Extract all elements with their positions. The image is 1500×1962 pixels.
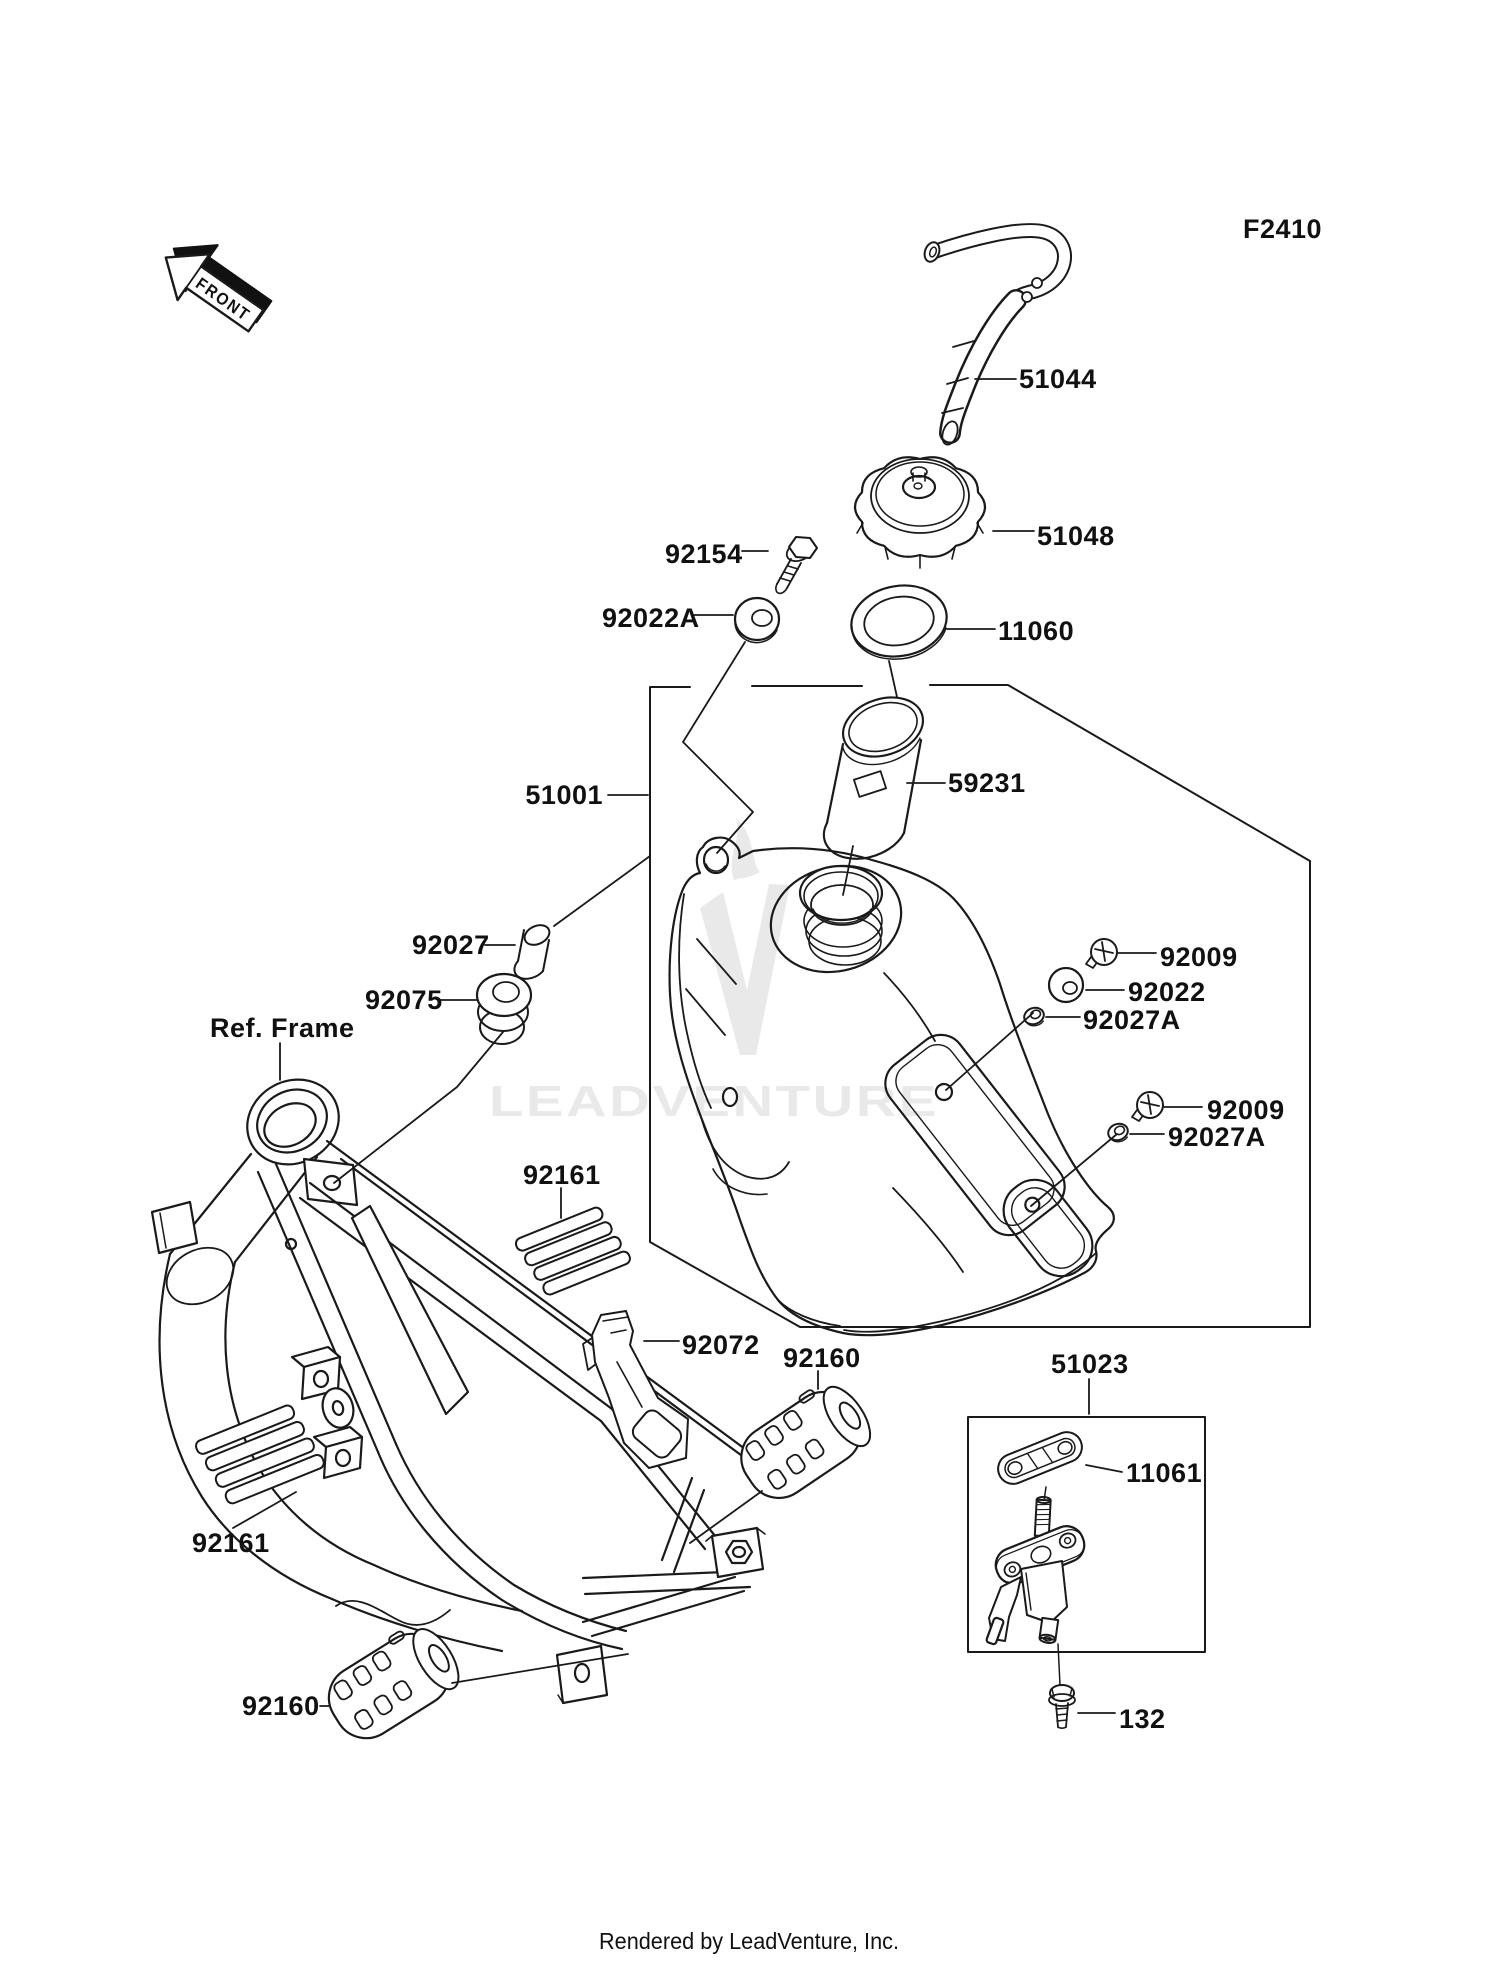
leader-lines xyxy=(232,378,1203,1714)
part-label-51023-19: 51023 xyxy=(1051,1349,1129,1379)
part-label-92027a-15: 92027A xyxy=(1168,1122,1266,1152)
tank-mount-tab-hole xyxy=(702,845,730,875)
damper-92161-upper xyxy=(514,1206,631,1296)
leadventure-v-icon xyxy=(700,884,790,1055)
part-label-132-23: 132 xyxy=(1119,1704,1166,1734)
part-label-92009-14: 92009 xyxy=(1207,1095,1285,1125)
gasket-11060 xyxy=(850,584,948,660)
part-label-51044-1: 51044 xyxy=(1019,364,1097,394)
part-label-51048-2: 51048 xyxy=(1037,521,1115,551)
filter-59231 xyxy=(822,696,925,860)
part-label-92075-12: 92075 xyxy=(365,985,443,1015)
washer-92022a xyxy=(733,596,781,644)
part-label-92022a-4: 92022A xyxy=(602,603,700,633)
damper-92161-lower xyxy=(195,1404,325,1505)
part-label-92161-16: 92161 xyxy=(523,1160,601,1190)
washer-92022 xyxy=(1047,966,1085,1004)
box-51001-outline xyxy=(649,684,1311,1328)
reference-frame-drawing xyxy=(150,1078,774,1705)
part-labels: F2410 51044 51048 92154 92022A 11060 59231 5100… xyxy=(192,214,1322,1734)
part-label-92154-3: 92154 xyxy=(665,539,743,569)
leadventure-flame-icon xyxy=(731,818,760,880)
nut-icon xyxy=(724,1539,754,1565)
footer-credit: Rendered by LeadVenture, Inc. xyxy=(599,1928,899,1954)
part-label-92161-21: 92161 xyxy=(192,1528,270,1558)
damper-92160-left xyxy=(327,1628,460,1740)
leadventure-watermark: LEADVENTURE xyxy=(489,818,939,1126)
part-label-f2410-0: F2410 xyxy=(1243,214,1322,244)
front-arrow: FRONT xyxy=(164,244,273,333)
part-label-92027-8: 92027 xyxy=(412,930,490,960)
tank-front-mount-hole xyxy=(721,1086,739,1108)
grommet-92027a-upper xyxy=(1023,1006,1045,1027)
screw-92009-upper xyxy=(1085,938,1118,969)
watermark-text: LEADVENTURE xyxy=(489,1077,939,1126)
gasket-11061 xyxy=(997,1431,1083,1485)
part-label-92160-18: 92160 xyxy=(783,1343,861,1373)
vent-hose-51044 xyxy=(923,223,1072,446)
bolt-92154 xyxy=(775,536,818,595)
screw-92009-lower xyxy=(1131,1091,1164,1122)
part-label-ref-frame-13: Ref. Frame xyxy=(210,1013,355,1043)
part-label-11060-5: 11060 xyxy=(998,616,1074,646)
part-label-92072-17: 92072 xyxy=(682,1330,760,1360)
part-label-92027a-11: 92027A xyxy=(1083,1005,1181,1035)
part-label-92160-22: 92160 xyxy=(242,1691,320,1721)
fuel-cap-51048 xyxy=(853,456,987,569)
part-label-59231-6: 59231 xyxy=(948,768,1026,798)
collar-92027 xyxy=(513,924,551,980)
box-51023-outline xyxy=(967,1416,1206,1653)
part-label-51001-7: 51001 xyxy=(525,780,603,810)
part-label-92022-10: 92022 xyxy=(1128,977,1206,1007)
part-label-92009-9: 92009 xyxy=(1160,942,1238,972)
part-label-11061-20: 11061 xyxy=(1126,1458,1202,1488)
bolt-132 xyxy=(1048,1684,1076,1729)
damper-92160-right xyxy=(740,1385,872,1500)
damper-92075 xyxy=(475,972,533,1045)
fuel-tap-51023 xyxy=(985,1486,1086,1686)
band-92072 xyxy=(582,1310,689,1469)
